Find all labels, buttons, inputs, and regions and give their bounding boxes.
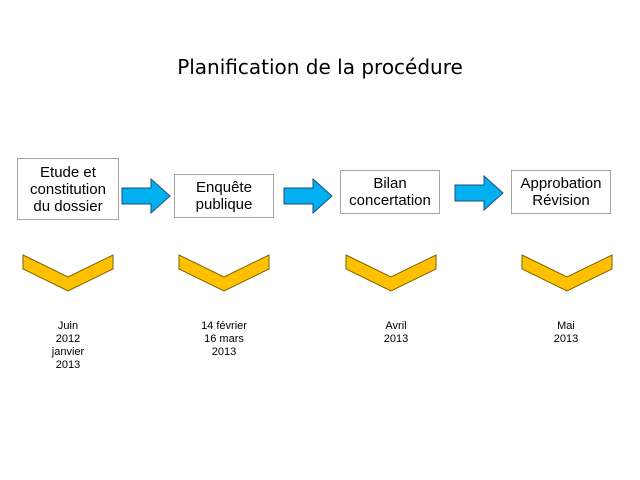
step-box-enquete: Enquête publique [174, 174, 274, 218]
chevron-down-icon [22, 254, 114, 292]
step-date-approbation: Mai 2013 [553, 320, 579, 345]
diagram-title: Planification de la procédure [177, 55, 463, 79]
chevron-down-icon [345, 254, 437, 292]
step-box-etude: Etude et constitution du dossier [17, 158, 119, 220]
step-date-bilan: Avril 2013 [383, 320, 409, 345]
chevron-down-icon [178, 254, 270, 292]
right-arrow-icon [121, 178, 171, 214]
right-arrow-icon [454, 175, 504, 211]
step-date-etude: Juin 2012 janvier 2013 [51, 320, 85, 371]
step-box-approbation: Approbation Révision [511, 170, 611, 214]
step-box-bilan: Bilan concertation [340, 170, 440, 214]
right-arrow-icon [283, 178, 333, 214]
chevron-down-icon [521, 254, 613, 292]
step-date-enquete: 14 février 16 mars 2013 [201, 320, 247, 358]
